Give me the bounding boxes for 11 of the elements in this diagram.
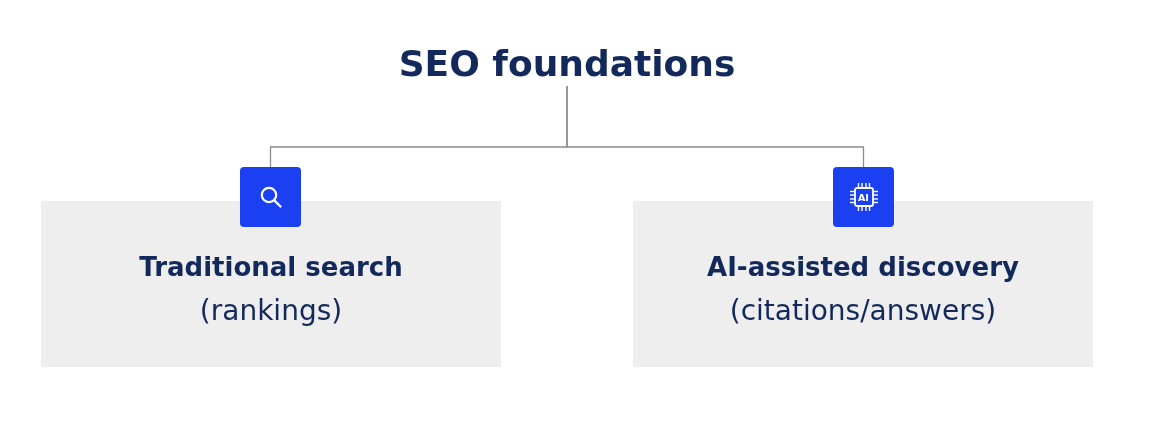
category-panel [633, 201, 1093, 367]
panel-heading: Traditional search [139, 251, 403, 284]
diagram-title: SEO foundations [398, 42, 736, 86]
category-panel [41, 201, 501, 367]
connector-line [566, 85, 865, 168]
icon-tile [833, 167, 894, 227]
chip-label: AI [858, 191, 869, 203]
panel-heading: AI-assisted discovery [707, 251, 1019, 284]
panel-subtitle: (rankings) [199, 293, 343, 329]
search-icon [240, 167, 301, 227]
panel-subtitle: (citations/answers) [729, 293, 997, 329]
